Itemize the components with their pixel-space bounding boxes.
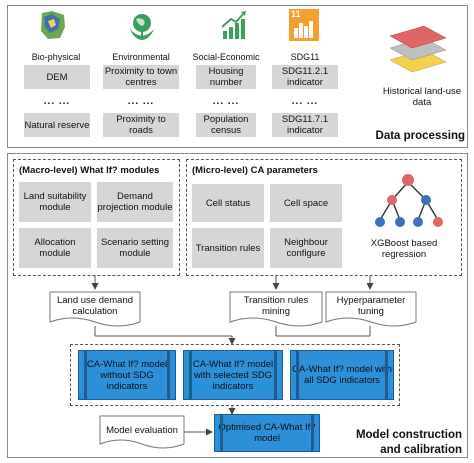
item-proximity-town: Proximity to town centres bbox=[103, 65, 179, 89]
macro-panel-title: (Macro-level) What If? modules bbox=[19, 165, 160, 176]
model-selected-sdg: CA-What If? model with selected SDG indi… bbox=[183, 350, 283, 400]
item-housing-number: Housing number bbox=[196, 65, 256, 89]
decision-tree-icon bbox=[375, 174, 443, 227]
demand-projection-module: Demand projection module bbox=[97, 182, 173, 222]
xgboost-label: XGBoost based regression bbox=[370, 238, 438, 260]
model-construction-title: Model construction and calibration bbox=[355, 429, 462, 456]
models-panel bbox=[70, 344, 400, 406]
sdg11-number: 11 bbox=[291, 9, 301, 19]
ellipsis-1: ... ... bbox=[43, 96, 71, 107]
sdg11-city-icon: 11 bbox=[289, 9, 319, 41]
category-label-biophysical: Bio-physical bbox=[31, 52, 81, 62]
ellipsis-2: ... ... bbox=[127, 96, 155, 107]
land-suitability-module: Land suitability module bbox=[19, 182, 91, 222]
item-natural-reserve: Natural reserve bbox=[24, 113, 90, 137]
historical-land-use-label: Historical land-use data bbox=[382, 86, 462, 108]
item-sdg-11-2-1: SDG11.2.1 indicator bbox=[272, 65, 338, 89]
hyperparameter-tuning-doc: Hyperparameter tuning bbox=[336, 295, 406, 317]
item-dem: DEM bbox=[24, 65, 90, 89]
land-use-demand-doc: Land use demand calculation bbox=[56, 295, 134, 317]
ellipsis-3: ... ... bbox=[212, 96, 240, 107]
category-label-sdg11: SDG11 bbox=[290, 52, 320, 62]
ellipsis-4: ... ... bbox=[291, 96, 319, 107]
item-proximity-roads: Proximity to roads bbox=[103, 113, 179, 137]
transition-rules-param: Transition rules bbox=[192, 228, 264, 268]
category-label-social-economic: Social-Economic bbox=[192, 52, 260, 62]
model-without-sdg: CA-What If? model without SDG indicators bbox=[78, 350, 176, 400]
scenario-setting-module: Scenario setting module bbox=[97, 228, 173, 268]
neighbour-configure-param: Neighbour configure bbox=[270, 228, 342, 268]
item-sdg-11-7-1: SDG11.7.1 indicator bbox=[272, 113, 338, 137]
macro-modules-panel bbox=[13, 159, 180, 276]
land-biophysical-icon bbox=[41, 11, 65, 39]
category-label-environmental: Environmental bbox=[112, 52, 170, 62]
optimised-model: Optimised CA-What If? model bbox=[214, 414, 320, 452]
data-processing-title: Data processing bbox=[375, 130, 465, 142]
model-all-sdg: CA-What If? model with all SDG indicator… bbox=[290, 350, 394, 400]
cell-space-param: Cell space bbox=[270, 184, 342, 222]
land-use-layers-icon bbox=[389, 25, 447, 73]
micro-parameters-panel bbox=[186, 159, 462, 276]
cell-status-param: Cell status bbox=[192, 184, 264, 222]
model-evaluation-doc: Model evaluation bbox=[106, 424, 178, 436]
micro-panel-title: (Micro-level) CA parameters bbox=[192, 165, 318, 176]
transition-rules-mining-doc: Transition rules mining bbox=[243, 295, 309, 317]
allocation-module: Allocation module bbox=[19, 228, 91, 268]
item-population-census: Population census bbox=[196, 113, 256, 137]
globe-leaves-icon bbox=[130, 14, 154, 40]
bar-chart-growth-icon bbox=[221, 11, 246, 39]
